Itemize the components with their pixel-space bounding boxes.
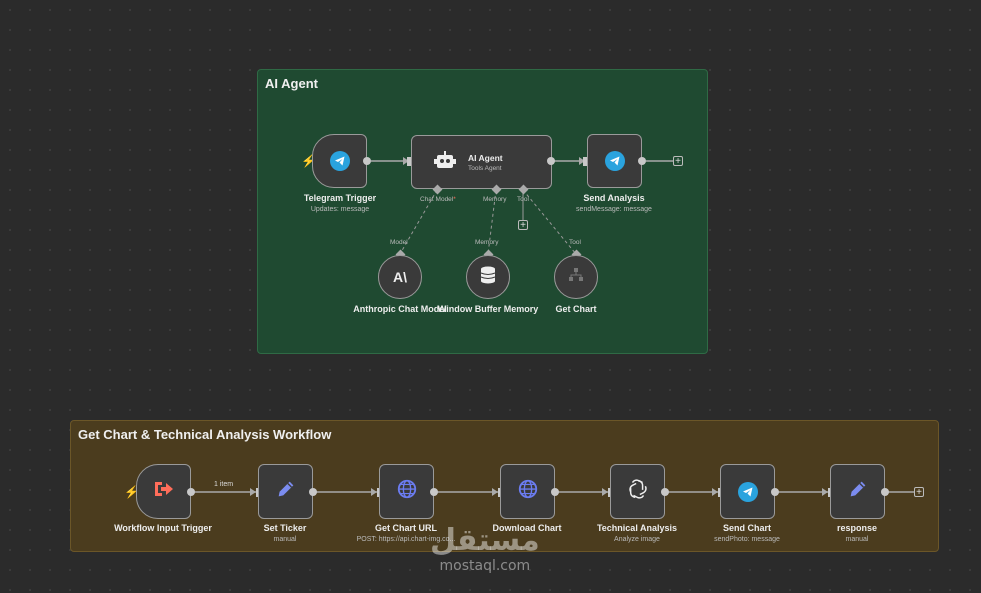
globe-icon [517, 478, 539, 505]
get-chart-tool-node[interactable] [554, 255, 598, 299]
node-label: Send Analysis [583, 193, 645, 203]
telegram-icon [737, 481, 758, 502]
output-port[interactable] [661, 488, 669, 496]
node-label: Download Chart [492, 523, 562, 533]
add-node-button[interactable]: + [673, 156, 683, 167]
conn-label-model: Model [390, 239, 408, 246]
node-sublabel: Updates: message [310, 206, 370, 213]
telegram-trigger-node[interactable] [312, 134, 367, 188]
sticky-title: Get Chart & Technical Analysis Workflow [78, 427, 332, 442]
workflow-icon [568, 267, 584, 287]
node-label: AI Agent [468, 152, 503, 163]
telegram-icon [604, 151, 625, 171]
port-label-memory: Memory [483, 196, 507, 203]
pencil-icon [847, 478, 869, 505]
anthropic-icon: A\ [393, 269, 407, 285]
workflow-node-send-chart[interactable] [720, 464, 775, 519]
sticky-title: AI Agent [265, 76, 318, 91]
output-port[interactable] [363, 157, 371, 165]
output-port[interactable] [771, 488, 779, 496]
input-port[interactable] [583, 157, 587, 166]
workflow-node-set-ticker[interactable] [258, 464, 313, 519]
workflow-node-technical-analysis[interactable] [610, 464, 665, 519]
node-sublabel: sendPhoto: message [714, 536, 780, 543]
edge-item-count: 1 item [214, 481, 234, 488]
database-icon [480, 266, 496, 289]
output-port[interactable] [309, 488, 317, 496]
node-label: Technical Analysis [596, 523, 678, 533]
output-port[interactable] [187, 488, 195, 496]
watermark: مستقل mostaql.com [430, 523, 540, 574]
node-label: Get Chart [555, 304, 597, 314]
node-sublabel: manual [845, 536, 869, 543]
add-node-button[interactable]: + [914, 487, 924, 498]
sign-in-icon [153, 480, 175, 503]
robot-icon [434, 150, 456, 175]
trigger-bolt-icon: ⚡ [124, 485, 139, 499]
conn-label-tool: Tool [569, 239, 581, 246]
node-label: Get Chart URL [374, 523, 437, 533]
sticky-note-ai-agent[interactable]: AI Agent [257, 69, 708, 354]
conn-label-memory: Memory [475, 239, 499, 246]
add-tool-button[interactable]: + [518, 220, 528, 231]
globe-icon [396, 478, 418, 505]
output-port[interactable] [551, 488, 559, 496]
input-port[interactable] [407, 157, 411, 166]
node-sublabel: manual [273, 536, 297, 543]
workflow-node-download-chart[interactable] [500, 464, 555, 519]
openai-icon [627, 478, 649, 505]
node-label: Workflow Input Trigger [114, 523, 212, 533]
node-sublabel: Analyze image [614, 536, 660, 543]
node-label: Telegram Trigger [303, 193, 377, 203]
workflow-node-get-chart-url[interactable] [379, 464, 434, 519]
watermark-arabic: مستقل [430, 523, 540, 558]
ai-agent-node[interactable]: AI Agent Tools Agent [411, 135, 552, 189]
output-port[interactable] [430, 488, 438, 496]
watermark-latin: mostaql.com [439, 558, 531, 574]
pencil-icon [275, 478, 297, 505]
window-buffer-memory-node[interactable] [466, 255, 510, 299]
send-analysis-node[interactable] [587, 134, 642, 188]
output-port[interactable] [638, 157, 646, 165]
node-sublabel: sendMessage: message [576, 206, 652, 213]
workflow-node-response[interactable] [830, 464, 885, 519]
node-label: Send Chart [722, 523, 771, 533]
workflow-input-trigger-node[interactable] [136, 464, 191, 519]
node-label: Window Buffer Memory [437, 304, 539, 314]
port-label-chat-model: Chat Model* [420, 196, 456, 203]
node-label: Set Ticker [263, 523, 307, 533]
node-label: response [836, 523, 878, 533]
node-label: Anthropic Chat Model [353, 304, 447, 314]
node-sublabel: POST: https://api.chart-img.co... [356, 536, 456, 543]
output-port[interactable] [547, 157, 555, 165]
port-label-tool: Tool [517, 196, 529, 203]
output-port[interactable] [881, 488, 889, 496]
telegram-icon [329, 151, 350, 171]
sticky-note-workflow[interactable]: Get Chart & Technical Analysis Workflow [70, 420, 939, 552]
anthropic-chat-model-node[interactable]: A\ [378, 255, 422, 299]
node-sublabel: Tools Agent [468, 164, 502, 172]
